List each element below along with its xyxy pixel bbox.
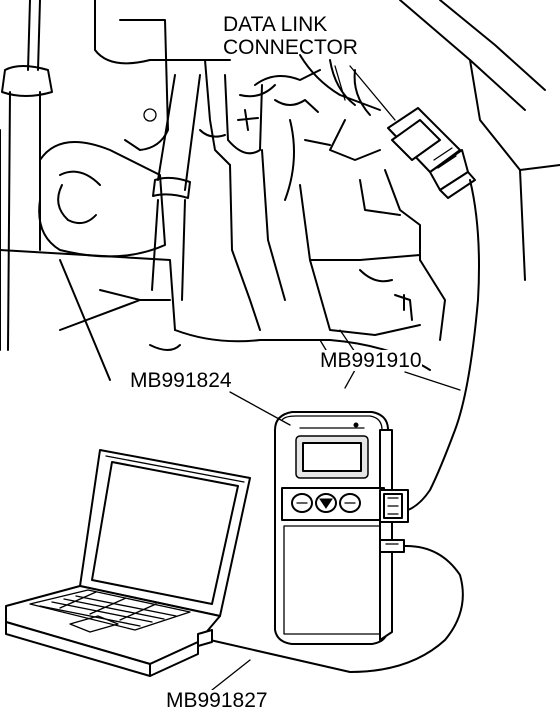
data-link-plug-drawing xyxy=(387,107,476,199)
leader-mb991827 xyxy=(211,659,251,691)
cable-mb991827 xyxy=(209,544,464,673)
laptop-pc-drawing xyxy=(5,449,251,677)
leader-data-link-connector-2 xyxy=(334,65,346,101)
label-data-link-connector-line1: DATA LINK xyxy=(223,13,328,36)
label-mb991824: MB991824 xyxy=(130,369,232,392)
leader-mb991824 xyxy=(229,391,291,426)
leader-mb991910 xyxy=(404,371,461,391)
leader-data-link-connector xyxy=(349,65,396,121)
label-mb991910: MB991910 xyxy=(320,349,422,372)
label-data-link-connector-line2: CONNECTOR xyxy=(223,36,358,59)
label-mb991827: MB991827 xyxy=(166,689,268,712)
cable-mb991910 xyxy=(407,179,480,511)
vehicle-dashboard-drawing xyxy=(0,0,560,389)
scan-tool-mb991824-drawing xyxy=(274,411,409,645)
